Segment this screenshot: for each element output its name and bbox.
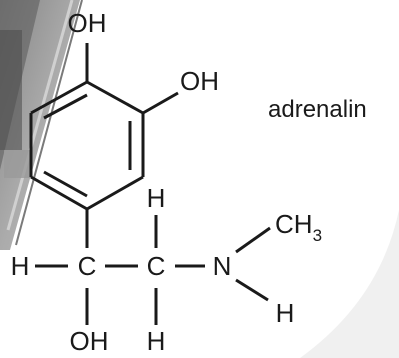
double-bond-inner-top-left <box>43 93 88 120</box>
atom-h-left: H <box>11 251 30 281</box>
molecule-name: adrenalin <box>268 96 367 123</box>
bond-n-to-h <box>235 278 269 302</box>
bond-ring-top-right <box>86 80 144 115</box>
atom-c1: C <box>78 251 97 281</box>
atom-labels: OH OH H C C N H H OH CH3 H <box>11 8 322 356</box>
bond-n-to-ch3 <box>235 226 271 254</box>
bond-ring-to-oh-right <box>142 91 179 115</box>
atom-c2: C <box>147 251 166 281</box>
atom-h-on-n: H <box>276 298 295 328</box>
benzene-ring <box>29 80 145 211</box>
atom-h-above-c2: H <box>147 183 166 213</box>
atom-ch3-subscript: 3 <box>313 226 322 245</box>
atom-ch3: CH3 <box>275 209 322 245</box>
double-bond-inner-bottom-left <box>43 170 88 198</box>
atom-ch3-main: CH <box>275 209 313 239</box>
atom-h-below-c2: H <box>147 326 166 356</box>
atom-oh-right: OH <box>180 66 219 96</box>
atom-n: N <box>213 251 232 281</box>
atom-oh-below-c1: OH <box>70 326 109 356</box>
bond-ring-top-left <box>30 80 88 115</box>
substituent-bonds <box>35 43 271 325</box>
atom-oh-top: OH <box>68 8 107 38</box>
bond-ring-bottom-right <box>86 175 144 211</box>
bond-ring-bottom-left <box>30 175 88 211</box>
